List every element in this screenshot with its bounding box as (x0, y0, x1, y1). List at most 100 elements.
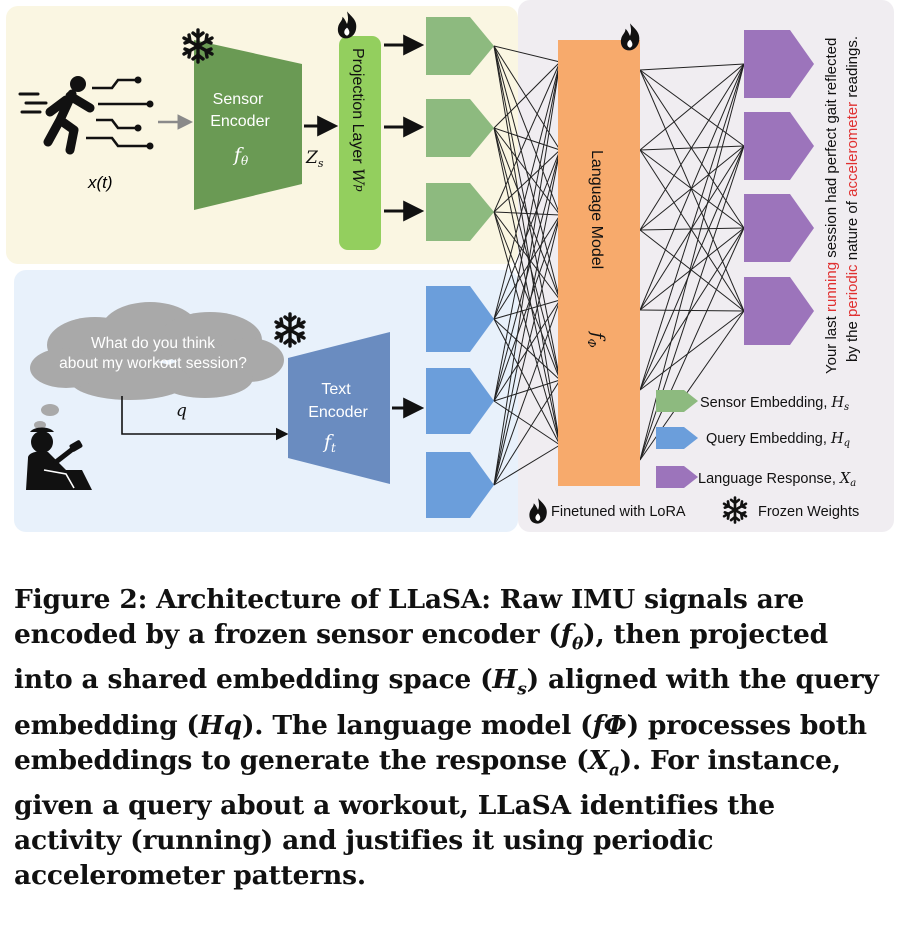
sensor-latent-symbol: Zs (305, 148, 324, 170)
connection-line (639, 149, 745, 312)
connection-line (493, 61, 561, 402)
connection-line (639, 63, 745, 311)
connection-line (493, 214, 561, 486)
connection-line (639, 63, 745, 151)
response-line1: Your last running session had perfect ga… (823, 38, 840, 374)
caption-part: ). For instance, given a query about a w… (14, 744, 850, 891)
sensor-encoder-line2: Encoder (210, 113, 270, 130)
connection-line (639, 149, 745, 229)
query-bubble-line1: What do you think (91, 335, 215, 352)
caption-symbol: Hq (198, 709, 242, 741)
connection-line (639, 227, 745, 391)
connection-line (639, 145, 745, 151)
response-embeddings (744, 30, 814, 345)
connection-line (493, 127, 561, 381)
connection-line (639, 69, 745, 229)
connection-line (493, 61, 561, 213)
connection-line (493, 379, 561, 402)
legend-response-swatch (656, 466, 698, 488)
query-embedding-token (426, 286, 494, 352)
query-embedding-token (426, 452, 494, 518)
figure-caption: Figure 2: Architecture of LLaSA: Raw IMU… (14, 582, 890, 893)
connection-line (493, 211, 561, 216)
response-embedding-token (744, 194, 814, 262)
connection-line (639, 69, 745, 147)
running-person-icon (18, 76, 154, 155)
query-bubble-line2: about my workout session? (59, 355, 247, 372)
connection-line (493, 127, 561, 216)
caption-symbol: Hs (492, 664, 527, 700)
caption-part: ) processes both embeddings to generate … (14, 709, 876, 776)
query-embeddings (426, 286, 494, 518)
connection-line (639, 63, 745, 391)
connection-line (493, 211, 561, 446)
legend-sensor-label: Sensor Embedding, Hs (700, 395, 849, 413)
connection-line (639, 229, 745, 312)
projection-layer (339, 36, 381, 250)
architecture-diagram: x(t) Sensor Encoder fθ Zs Projection Lay… (6, 0, 894, 532)
response-embedding-token (744, 30, 814, 98)
query-symbol: q (176, 401, 187, 421)
connection-line (639, 63, 745, 71)
sensor-embeddings (426, 17, 494, 241)
connection-line (493, 214, 561, 402)
response-embedding-token (744, 112, 814, 180)
text-encoder-line2: Encoder (308, 404, 368, 421)
connection-line (493, 61, 561, 486)
connection-line (493, 299, 561, 486)
connection-line (493, 318, 561, 446)
caption-symbol: Xa (588, 744, 620, 780)
connection-line (493, 444, 561, 486)
sensor-embedding-token (426, 17, 494, 75)
language-model-label: Language Model (588, 150, 605, 269)
legend-query-swatch (656, 427, 698, 449)
connection-line (493, 149, 561, 320)
query-embedding-token (426, 368, 494, 434)
connection-line (639, 145, 745, 391)
legend-response-label: Language Response,Xa (698, 471, 856, 489)
connection-line (493, 127, 561, 151)
caption-part: Figure 2: Architecture of LLaSA: Raw IMU… (14, 584, 814, 650)
connection-line (639, 227, 745, 461)
connection-line (639, 69, 745, 312)
legend: Sensor Embedding, Hs Query Embedding, Hq… (529, 390, 859, 524)
text-encoder-symbol: ft (322, 431, 336, 455)
connection-line (493, 45, 561, 446)
language-model (558, 40, 640, 486)
caption-part: ) aligned with the query embedding ( (14, 664, 888, 741)
sensor-embedding-token (426, 183, 494, 241)
legend-finetuned-label: Finetuned with LoRA (551, 504, 686, 520)
sensor-encoder-symbol: fθ (232, 144, 249, 168)
connection-line (639, 309, 745, 312)
connection-line (639, 63, 745, 231)
connection-line (493, 45, 561, 63)
caption-part: ). The language model ( (241, 709, 593, 741)
sensor-encoder (194, 40, 302, 210)
caption-part: ), then projected into a shared embeddin… (14, 619, 837, 696)
text-encoder (288, 332, 390, 484)
connection-line (493, 400, 561, 446)
connection-line (493, 149, 561, 213)
connection-line (493, 45, 561, 216)
legend-sensor-swatch (656, 390, 698, 412)
seated-person-icon (26, 427, 92, 490)
response-embedding-token (744, 277, 814, 345)
projection-layer-label: Projection Layer Wp (349, 48, 368, 192)
connection-line (493, 149, 561, 486)
caption-symbol: fθ (560, 619, 584, 655)
connection-line (493, 211, 561, 301)
connection-line (493, 45, 561, 301)
connection-line (493, 211, 561, 381)
legend-frozen-label: Frozen Weights (758, 504, 859, 520)
connection-line (493, 299, 561, 320)
projection-arrows (384, 34, 425, 222)
connection-line (493, 61, 561, 129)
connection-line (493, 61, 561, 320)
query-arrow (121, 396, 289, 441)
thought-bubble-icon (30, 302, 284, 429)
connection-line (493, 127, 561, 446)
cross-connections (493, 45, 745, 486)
text-encoder-line1: Text (321, 381, 351, 398)
response-line2: by the periodic nature of accelerometer … (844, 36, 861, 362)
connection-line (639, 310, 745, 391)
